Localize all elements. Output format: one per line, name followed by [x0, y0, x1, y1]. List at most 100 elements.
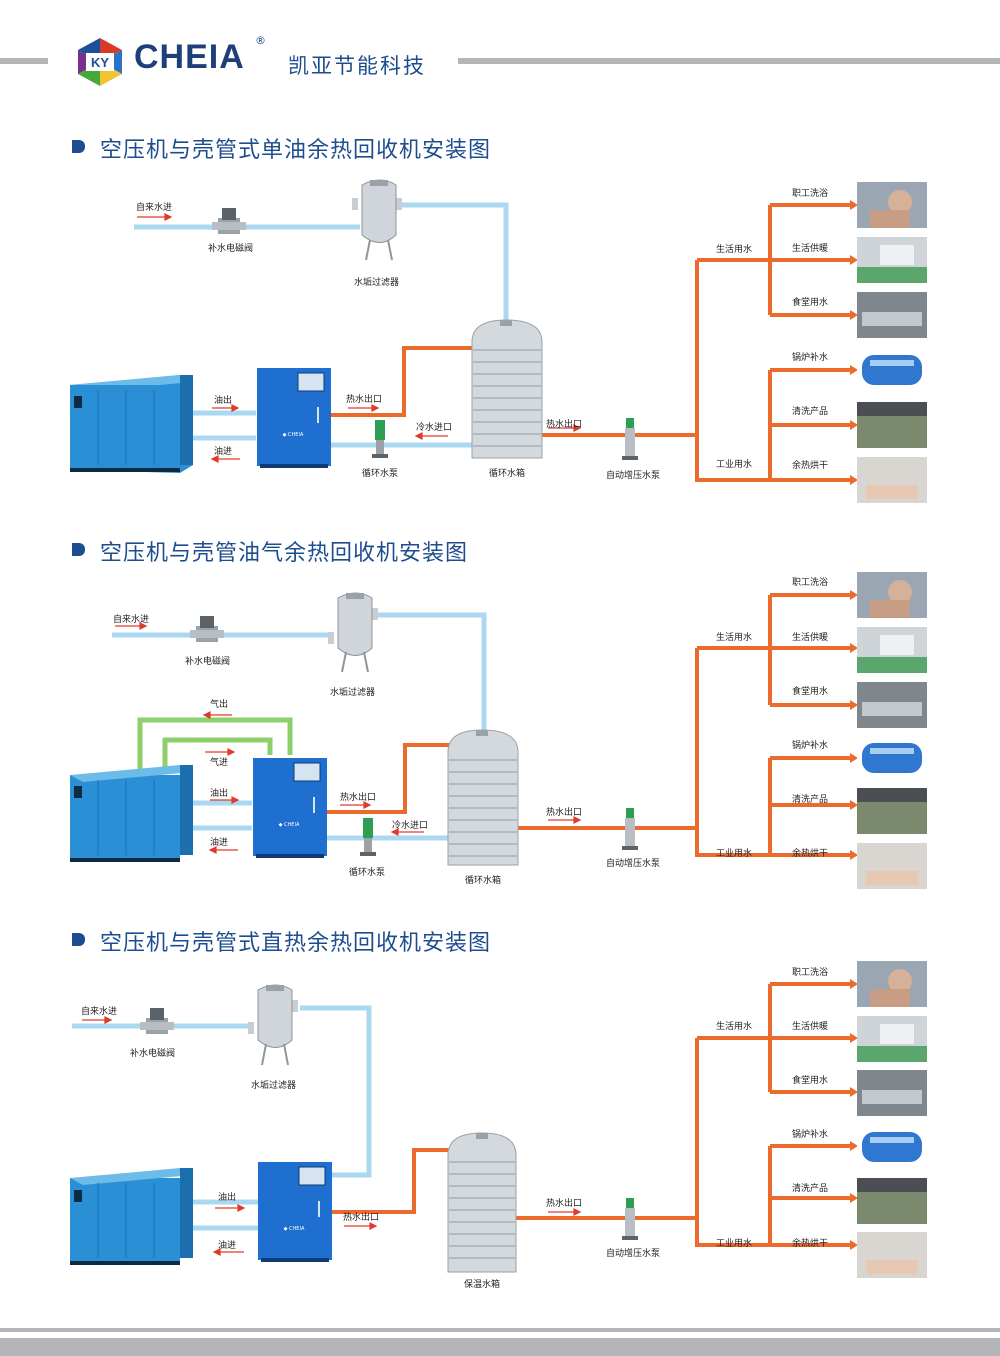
heat-recovery-unit-icon: ◆ CHEIA: [257, 368, 331, 468]
logo-text: KY: [91, 55, 109, 70]
label-cold-water-in: 冷水进口: [416, 421, 452, 433]
label-filter: 水垢过滤器: [251, 1079, 296, 1091]
use-photo-heating: [857, 1016, 927, 1062]
label-use: 职工洗浴: [792, 576, 828, 588]
scale-filter-icon: [328, 592, 378, 673]
booster-pump-icon: [622, 808, 638, 850]
section-bullet-icon: [72, 543, 85, 556]
label-valve: 补水电磁阀: [208, 242, 253, 254]
label-tap-water-in: 自来水进: [136, 201, 172, 213]
svg-text:◆ CHEIA: ◆ CHEIA: [279, 822, 300, 828]
label-use: 食堂用水: [792, 1074, 828, 1086]
water-tank-icon: [447, 729, 519, 866]
label-use: 余热烘干: [792, 1237, 828, 1249]
section-bullet-icon: [72, 933, 85, 946]
use-photo-boiler: [857, 347, 927, 393]
use-photo-cleaning: [857, 788, 927, 834]
air-compressor-icon: [70, 375, 193, 473]
label-filter: 水垢过滤器: [354, 276, 399, 288]
use-photo-canteen: [857, 682, 927, 728]
section-title: 空压机与壳管油气余热回收机安装图: [100, 541, 469, 566]
label-use: 锅炉补水: [792, 739, 828, 751]
label-filter: 水垢过滤器: [330, 686, 375, 698]
use-photo-shower: [857, 182, 927, 228]
booster-pump-icon: [622, 1198, 638, 1240]
label-industrial: 工业用水: [716, 458, 752, 470]
header-rule-left: [0, 58, 48, 64]
header-rule-right: [458, 58, 1000, 64]
label-domestic: 生活用水: [716, 1020, 752, 1032]
label-use: 生活供暖: [792, 1020, 828, 1032]
svg-text:◆ CHEIA: ◆ CHEIA: [284, 1226, 305, 1232]
heat-recovery-unit-icon: ◆ CHEIA: [258, 1162, 332, 1262]
label-oil-in: 油进: [214, 445, 232, 457]
use-photo-shower: [857, 961, 927, 1007]
scale-filter-icon: [248, 984, 298, 1066]
label-tap-water-in: 自来水进: [113, 613, 149, 625]
label-tank: 保温水箱: [464, 1278, 500, 1290]
label-hot-water-out: 热水出口: [340, 791, 376, 803]
label-circ-pump: 循环水泵: [362, 467, 398, 479]
label-industrial: 工业用水: [716, 847, 752, 859]
label-use: 职工洗浴: [792, 966, 828, 978]
brand-name: CHEIA: [134, 38, 245, 76]
label-industrial: 工业用水: [716, 1237, 752, 1249]
section-title: 空压机与壳管式单油余热回收机安装图: [100, 138, 492, 163]
use-photo-cleaning: [857, 1178, 927, 1224]
label-oil-in: 油进: [210, 836, 228, 848]
label-valve: 补水电磁阀: [130, 1047, 175, 1059]
section-title: 空压机与壳管式直热余热回收机安装图: [100, 931, 492, 956]
use-photo-shower: [857, 572, 927, 618]
label-hot-water-out-2: 热水出口: [546, 806, 582, 818]
label-booster-pump: 自动增压水泵: [606, 469, 660, 481]
label-use: 食堂用水: [792, 685, 828, 697]
label-tank: 循环水箱: [465, 874, 501, 886]
label-use: 锅炉补水: [792, 351, 828, 363]
diagram-oil-gas: ◆ CHEIA 自: [70, 572, 927, 889]
water-tank-icon: [447, 1132, 517, 1273]
section-bullet-icon: [72, 140, 85, 153]
use-photo-heating: [857, 237, 927, 283]
label-use: 清洗产品: [792, 405, 828, 417]
label-oil-out: 油出: [214, 394, 232, 406]
use-photo-drying: [857, 1232, 927, 1278]
label-booster-pump: 自动增压水泵: [606, 1247, 660, 1259]
use-photo-boiler: [857, 1124, 927, 1170]
use-photo-heating: [857, 627, 927, 673]
label-oil-out: 油出: [210, 787, 228, 799]
use-photo-drying: [857, 457, 927, 503]
air-compressor-icon: [70, 765, 193, 862]
label-use: 余热烘干: [792, 459, 828, 471]
label-use: 职工洗浴: [792, 187, 828, 199]
booster-pump-icon: [622, 418, 638, 460]
label-use: 清洗产品: [792, 793, 828, 805]
label-gas-in: 气进: [210, 756, 228, 768]
label-tank: 循环水箱: [489, 467, 525, 479]
label-use: 食堂用水: [792, 296, 828, 308]
use-photo-boiler: [857, 735, 927, 781]
use-photo-canteen: [857, 292, 927, 338]
diagram-single-oil: ◆ CHEIA: [70, 179, 927, 503]
label-domestic: 生活用水: [716, 631, 752, 643]
logo-icon: KY: [78, 38, 122, 86]
label-tap-water-in: 自来水进: [81, 1005, 117, 1017]
label-circ-pump: 循环水泵: [349, 866, 385, 878]
solenoid-valve-icon: [140, 1008, 174, 1034]
label-use: 锅炉补水: [792, 1128, 828, 1140]
label-valve: 补水电磁阀: [185, 655, 230, 667]
diagram-direct-heat: ◆ CHEIA 自来水进 补水电磁阀 水垢过滤器: [70, 961, 927, 1290]
water-tank-icon: [471, 319, 543, 459]
heat-recovery-unit-icon: ◆ CHEIA: [253, 758, 327, 858]
registered-mark: ®: [255, 34, 266, 47]
label-domestic: 生活用水: [716, 243, 752, 255]
label-gas-out: 气出: [210, 698, 228, 710]
footer-stripes: [0, 1328, 1000, 1356]
label-oil-in: 油进: [218, 1239, 236, 1251]
company-name: 凯亚节能科技: [288, 54, 426, 78]
label-use: 余热烘干: [792, 847, 828, 859]
label-oil-out: 油出: [218, 1191, 236, 1203]
svg-text:◆ CHEIA: ◆ CHEIA: [283, 432, 304, 438]
label-use: 生活供暖: [792, 242, 828, 254]
label-hot-water-out-2: 热水出口: [546, 418, 582, 430]
label-hot-water-out-2: 热水出口: [546, 1197, 582, 1209]
